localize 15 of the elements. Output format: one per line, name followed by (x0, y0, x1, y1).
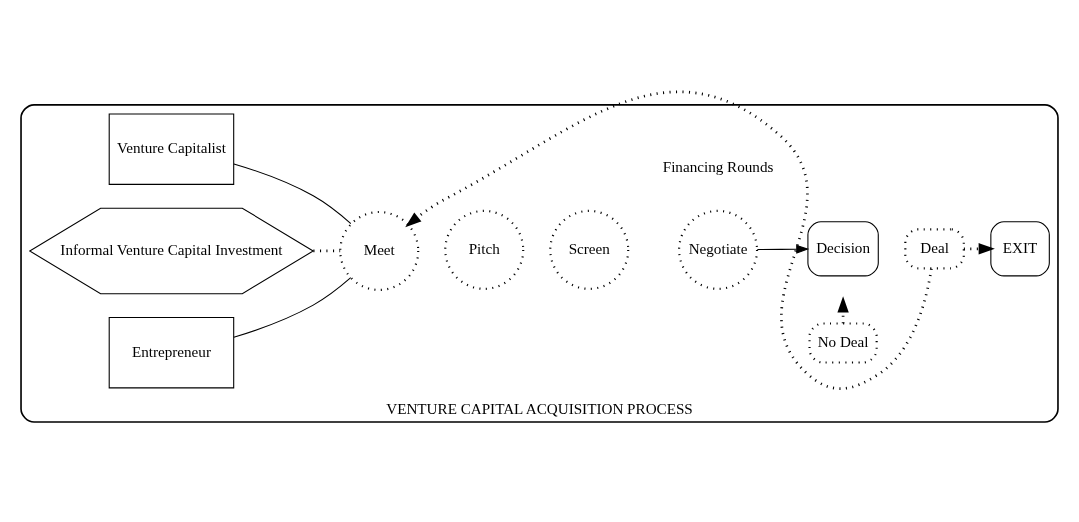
connector (313, 249, 341, 253)
arrow (756, 244, 810, 254)
node-box: Decision (807, 221, 879, 277)
node-circle: Negotiate (678, 209, 759, 290)
node-box: Venture Capitalist (108, 113, 235, 185)
label: Financing Rounds (662, 157, 774, 175)
node-box: No Deal (808, 322, 878, 364)
node-box: Deal (904, 228, 965, 270)
connector (233, 163, 352, 225)
node-circle: Pitch (444, 209, 525, 290)
node-circle: Screen (549, 209, 630, 290)
arrow (405, 90, 933, 390)
node-box: EXIT (990, 221, 1050, 277)
connector (233, 277, 352, 338)
node-box: Entrepreneur (108, 317, 235, 389)
